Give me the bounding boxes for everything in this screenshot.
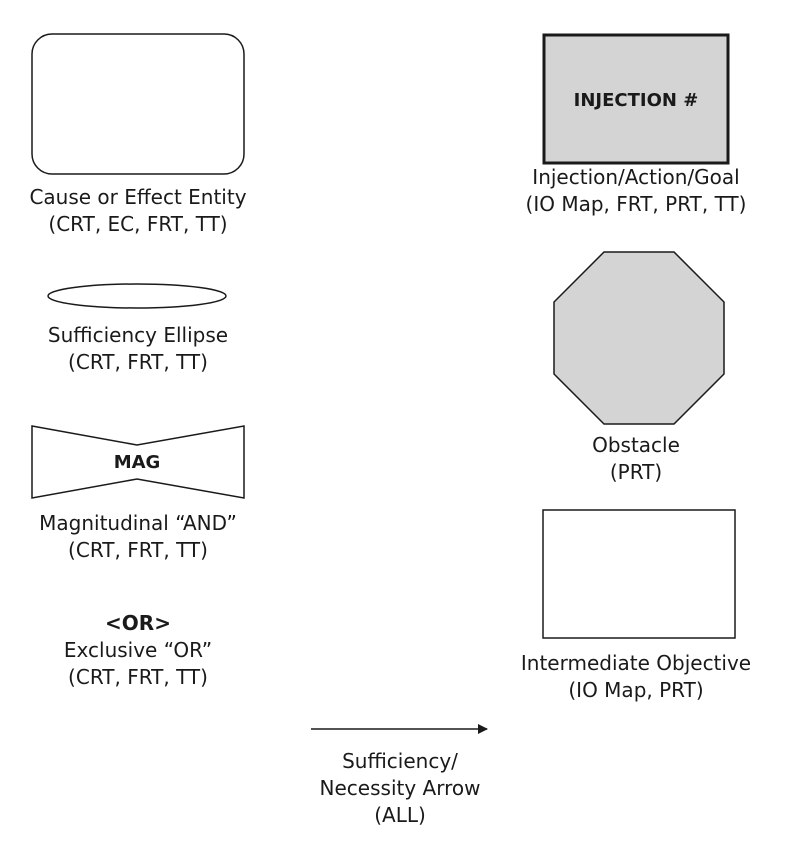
objective-shape: [542, 509, 736, 639]
entity-label-trees: (CRT, EC, FRT, TT): [48, 212, 228, 236]
injection-label-trees: (IO Map, FRT, PRT, TT): [525, 192, 747, 216]
or-label-trees: (CRT, FRT, TT): [68, 665, 208, 689]
ellipse-label-trees: (CRT, FRT, TT): [68, 350, 208, 374]
injection-label: Injection/Action/Goal (IO Map, FRT, PRT,…: [496, 164, 776, 218]
injection-label-title: Injection/Action/Goal: [532, 165, 740, 189]
sufficiency-ellipse-shape: [47, 283, 227, 309]
mag-shape-text: MAG: [114, 452, 161, 473]
entity-shape: [31, 33, 245, 175]
mag-label-title: Magnitudinal “AND”: [39, 511, 237, 535]
or-symbol: <OR>: [105, 611, 171, 635]
objective-label-trees: (IO Map, PRT): [568, 678, 704, 702]
objective-label-title: Intermediate Objective: [520, 651, 752, 675]
or-label-title: Exclusive “OR”: [63, 638, 213, 662]
entity-label: Cause or Effect Entity (CRT, EC, FRT, TT…: [0, 184, 276, 238]
or-label: <OR> Exclusive “OR” (CRT, FRT, TT): [0, 610, 276, 691]
obstacle-label-trees: (PRT): [609, 460, 663, 484]
arrow-label-line2: Necessity Arrow: [319, 776, 481, 800]
entity-label-title: Cause or Effect Entity: [29, 185, 247, 209]
arrow-label-line1: Sufficiency/: [342, 749, 458, 773]
mag-label: Magnitudinal “AND” (CRT, FRT, TT): [0, 510, 276, 564]
injection-shape-text: INJECTION #: [574, 90, 699, 111]
obstacle-label-title: Obstacle: [592, 433, 680, 457]
obstacle-label: Obstacle (PRT): [496, 432, 776, 486]
ellipse-label-title: Sufficiency Ellipse: [47, 323, 229, 347]
injection-shape: [542, 33, 730, 165]
mag-shape: [31, 425, 245, 499]
mag-label-trees: (CRT, FRT, TT): [68, 538, 208, 562]
ellipse-label: Sufficiency Ellipse (CRT, FRT, TT): [0, 322, 276, 376]
obstacle-shape: [553, 251, 725, 425]
arrow-label-line3: (ALL): [374, 803, 426, 827]
objective-label: Intermediate Objective (IO Map, PRT): [496, 650, 776, 704]
arrow-label: Sufficiency/ Necessity Arrow (ALL): [260, 748, 540, 829]
